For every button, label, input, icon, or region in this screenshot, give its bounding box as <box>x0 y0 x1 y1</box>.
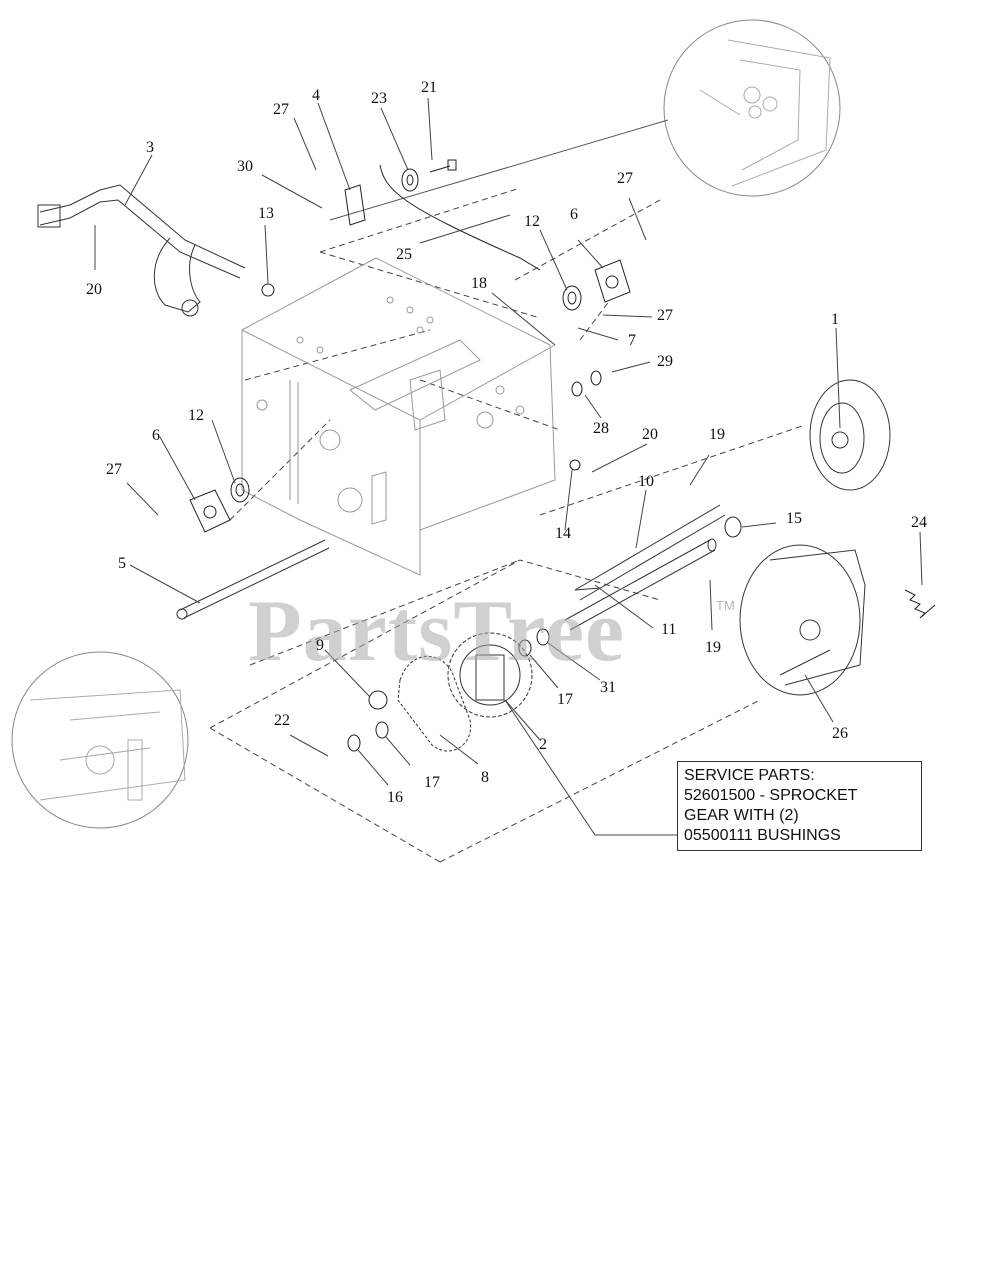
detail-leader-line <box>329 119 669 221</box>
callout-27-top: 27 <box>273 101 289 118</box>
bearing-23 <box>401 168 419 192</box>
drive-plate-26 <box>739 544 866 696</box>
callout-15: 15 <box>786 510 802 527</box>
callout-19-bottom: 19 <box>705 639 721 656</box>
friction-wheel-1 <box>809 379 891 491</box>
clip-13 <box>261 283 275 297</box>
shaft-10 <box>574 504 726 601</box>
bushing-17a <box>375 721 389 739</box>
callout-26: 26 <box>832 725 848 742</box>
callout-10: 10 <box>638 473 654 490</box>
callout-24: 24 <box>911 514 927 531</box>
callout-9: 9 <box>316 637 324 654</box>
service-parts-line-4: 05500111 BUSHINGS <box>684 827 841 844</box>
shift-lever <box>37 184 246 317</box>
callout-27-right: 27 <box>657 307 673 324</box>
callout-2: 2 <box>539 736 547 753</box>
partstree-watermark: PartsTree <box>248 583 626 680</box>
sprocket-9 <box>368 690 388 710</box>
callout-20-left: 20 <box>86 281 102 298</box>
frame-housing <box>241 257 556 576</box>
callout-31: 31 <box>600 679 616 696</box>
callout-5: 5 <box>118 555 126 572</box>
service-parts-line-1: SERVICE PARTS: <box>684 767 815 784</box>
callout-30: 30 <box>237 158 253 175</box>
detail-circle-top-right-contents <box>699 39 831 187</box>
service-parts-line-3: GEAR WITH (2) <box>684 807 799 824</box>
bearing-12-left <box>230 477 250 503</box>
callout-6-left: 6 <box>152 427 160 444</box>
shaft-11 <box>564 538 717 631</box>
callout-29: 29 <box>657 353 673 370</box>
callout-14: 14 <box>555 525 571 542</box>
callout-16: 16 <box>387 789 403 806</box>
cable-25 <box>379 164 541 271</box>
detail-circle-bottom-left <box>11 651 189 829</box>
callout-6-right: 6 <box>570 206 578 223</box>
callout-11: 11 <box>661 621 677 638</box>
callout-23: 23 <box>371 90 387 107</box>
callout-22: 22 <box>274 712 290 729</box>
callout-21: 21 <box>421 79 437 96</box>
callout-17-right: 17 <box>557 691 573 708</box>
shaft-5 <box>176 539 330 620</box>
chain-8 <box>397 656 472 752</box>
bracket-4 <box>344 184 366 226</box>
callout-12-left: 12 <box>188 407 204 424</box>
callout-4: 4 <box>312 87 320 104</box>
trademark-mark: TM <box>716 598 735 613</box>
washer-28 <box>571 370 602 397</box>
callout-19-top: 19 <box>709 426 725 443</box>
callout-1: 1 <box>831 311 839 328</box>
clip-14 <box>569 459 581 471</box>
callout-25: 25 <box>396 246 412 263</box>
callout-13: 13 <box>258 205 274 222</box>
bolt-21 <box>429 159 457 173</box>
sprocket-gear-2 <box>447 632 533 718</box>
callout-3: 3 <box>146 139 154 156</box>
callout-18: 18 <box>471 275 487 292</box>
callout-27-right-top: 27 <box>617 170 633 187</box>
bushing-17b <box>518 639 532 657</box>
callout-8: 8 <box>481 769 489 786</box>
callout-12-right: 12 <box>524 213 540 230</box>
callout-27-left: 27 <box>106 461 122 478</box>
flange-6-left <box>189 489 231 533</box>
callout-20-right: 20 <box>642 426 658 443</box>
detail-circle-top-right <box>663 19 841 197</box>
washer-31 <box>536 628 550 646</box>
detail-circle-bottom-left-contents <box>29 689 186 801</box>
bearing-12-right <box>562 285 582 311</box>
callout-17-left: 17 <box>424 774 440 791</box>
spring-24 <box>904 589 936 619</box>
collar-15 <box>724 516 742 538</box>
callout-7: 7 <box>628 332 636 349</box>
flange-6-right <box>594 259 631 303</box>
callout-leaders <box>94 97 923 836</box>
callout-28: 28 <box>593 420 609 437</box>
service-parts-line-2: 52601500 - SPROCKET <box>684 787 858 804</box>
washer-16 <box>347 734 361 752</box>
service-parts-note: SERVICE PARTS: 52601500 - SPROCKET GEAR … <box>677 761 922 851</box>
